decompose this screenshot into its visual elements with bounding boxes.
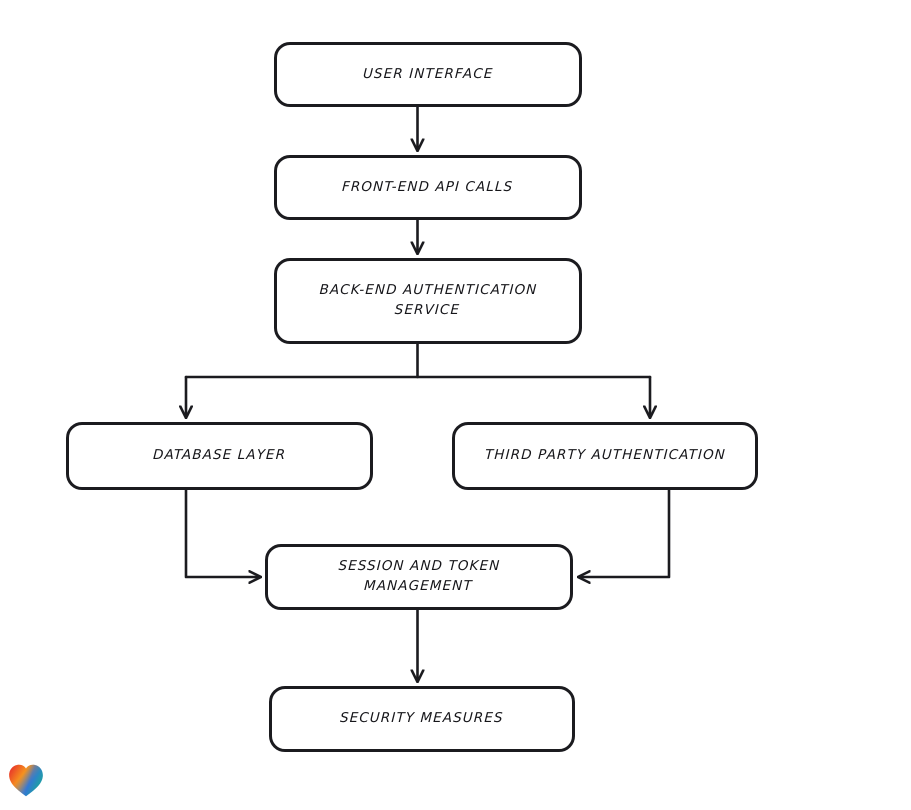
node-database-layer-label: DATABASE LAYER xyxy=(152,447,287,464)
node-frontend-api-calls[interactable]: FRONT-END API CALLS xyxy=(274,155,582,220)
node-backend-authentication-service[interactable]: BACK-END AUTHENTICATION SERVICE xyxy=(274,258,582,344)
node-security-measures[interactable]: SECURITY MEASURES xyxy=(269,686,575,752)
node-backend-authentication-service-label: BACK-END AUTHENTICATION SERVICE xyxy=(319,282,538,318)
edge-database-to-session xyxy=(184,488,260,577)
heart-icon xyxy=(9,764,43,797)
node-session-and-token-management[interactable]: SESSION AND TOKEN MANAGEMENT xyxy=(265,544,573,610)
node-user-interface[interactable]: USER INTERFACE xyxy=(274,42,582,107)
node-database-layer[interactable]: DATABASE LAYER xyxy=(66,422,373,490)
node-frontend-api-calls-label: FRONT-END API CALLS xyxy=(342,178,515,195)
node-session-and-token-management-label: SESSION AND TOKEN MANAGEMENT xyxy=(338,558,501,594)
node-third-party-authentication[interactable]: THIRD PARTY AUTHENTICATION xyxy=(452,422,758,490)
node-user-interface-label: USER INTERFACE xyxy=(362,65,494,82)
node-third-party-authentication-label: THIRD PARTY AUTHENTICATION xyxy=(484,447,726,464)
edge-thirdparty-to-session xyxy=(579,488,671,577)
node-security-measures-label: SECURITY MEASURES xyxy=(339,710,505,727)
